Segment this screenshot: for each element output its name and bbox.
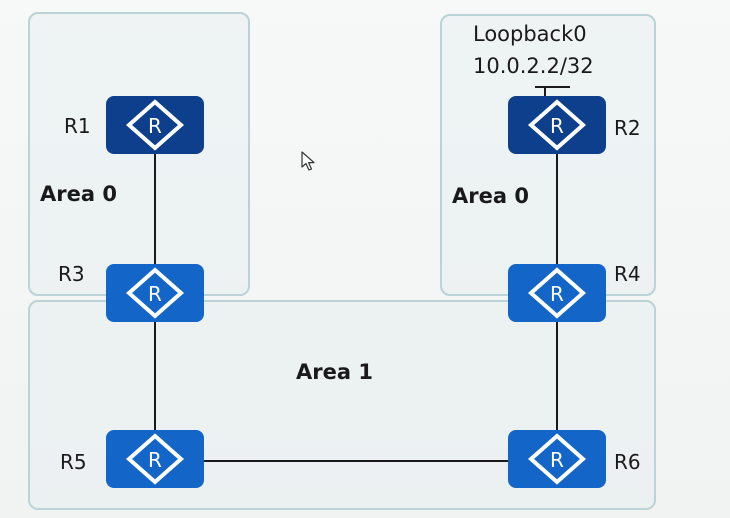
router-r3[interactable]: R bbox=[106, 264, 204, 322]
area-0-right-region bbox=[440, 14, 656, 296]
router-icon-letter: R bbox=[148, 282, 162, 306]
area-0-right-label: Area 0 bbox=[452, 184, 529, 208]
loopback-interface-label: Loopback0 bbox=[473, 22, 587, 46]
area-1-label: Area 1 bbox=[296, 360, 373, 384]
router-icon-letter: R bbox=[148, 114, 162, 138]
router-r6[interactable]: R bbox=[508, 430, 606, 488]
router-label-r5: R5 bbox=[60, 450, 87, 474]
router-icon-letter: R bbox=[550, 114, 564, 138]
router-icon: R bbox=[125, 433, 185, 485]
router-r5[interactable]: R bbox=[106, 430, 204, 488]
router-icon: R bbox=[125, 99, 185, 151]
router-label-r6: R6 bbox=[614, 450, 641, 474]
router-r2[interactable]: R bbox=[508, 96, 606, 154]
router-icon-letter: R bbox=[148, 448, 162, 472]
mouse-cursor-icon bbox=[301, 151, 315, 171]
router-icon-letter: R bbox=[550, 448, 564, 472]
router-r4[interactable]: R bbox=[508, 264, 606, 322]
router-label-r4: R4 bbox=[614, 262, 641, 286]
area-0-left-region bbox=[28, 12, 250, 296]
loopback-address-label: 10.0.2.2/32 bbox=[473, 54, 594, 78]
router-icon-letter: R bbox=[550, 282, 564, 306]
router-icon: R bbox=[125, 267, 185, 319]
router-label-r2: R2 bbox=[614, 116, 641, 140]
router-icon: R bbox=[527, 433, 587, 485]
area-0-left-label: Area 0 bbox=[40, 182, 117, 206]
router-icon: R bbox=[527, 267, 587, 319]
router-icon: R bbox=[527, 99, 587, 151]
router-label-r3: R3 bbox=[58, 262, 85, 286]
router-label-r1: R1 bbox=[64, 114, 91, 138]
router-r1[interactable]: R bbox=[106, 96, 204, 154]
